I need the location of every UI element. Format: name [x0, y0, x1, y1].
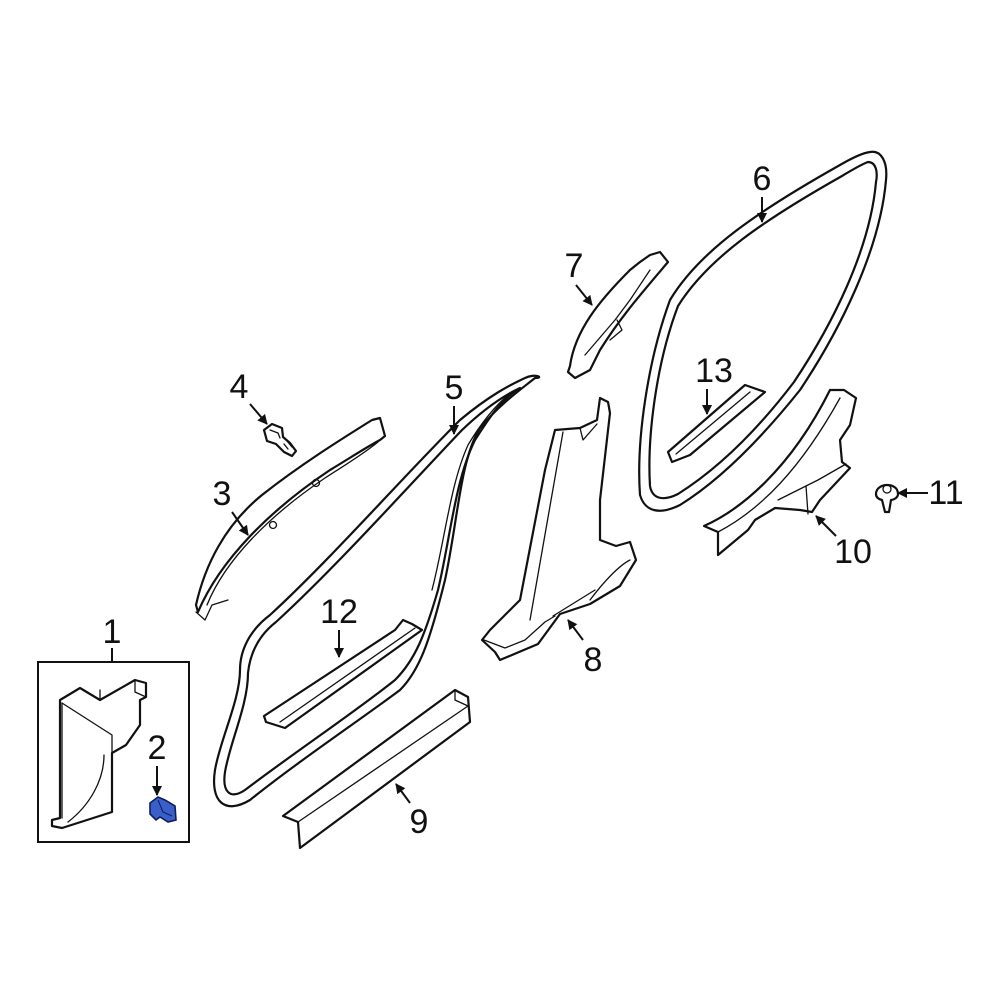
part-1-trim-cover[interactable] [50, 678, 148, 830]
callout-arrows [111, 197, 928, 804]
part-5-front-weatherstrip[interactable] [212, 374, 541, 808]
callout-12[interactable]: 12 [320, 593, 358, 631]
callout-3[interactable]: 3 [212, 475, 232, 513]
callout-6[interactable]: 6 [752, 160, 772, 198]
part-13-rear-sill-trim[interactable] [666, 383, 767, 464]
part-12-front-sill-trim[interactable] [262, 618, 424, 730]
part-8-center-pillar-trim[interactable] [480, 396, 638, 662]
callout-11[interactable]: 11 [928, 474, 964, 512]
part-3-roof-rail-trim[interactable] [194, 416, 387, 621]
callout-5[interactable]: 5 [444, 369, 464, 407]
inset-box-part-1 [37, 661, 190, 843]
part-9-front-scuff-plate[interactable] [281, 688, 472, 850]
callout-8[interactable]: 8 [583, 641, 603, 679]
part-4-bolt[interactable] [262, 422, 298, 458]
callout-13[interactable]: 13 [695, 352, 733, 390]
part-11-push-clip[interactable] [874, 483, 900, 514]
part-2-clip[interactable] [149, 796, 177, 823]
part-10-rear-scuff-plate[interactable] [702, 388, 858, 557]
callout-1[interactable]: 1 [102, 613, 122, 651]
callout-7[interactable]: 7 [564, 247, 584, 285]
callout-2[interactable]: 2 [147, 729, 167, 767]
callout-9[interactable]: 9 [409, 803, 429, 841]
part-6-rear-weatherstrip[interactable] [638, 150, 888, 512]
callout-10[interactable]: 10 [834, 533, 872, 571]
callout-4[interactable]: 4 [229, 368, 249, 406]
part-7-upper-pillar-trim[interactable] [566, 250, 670, 380]
